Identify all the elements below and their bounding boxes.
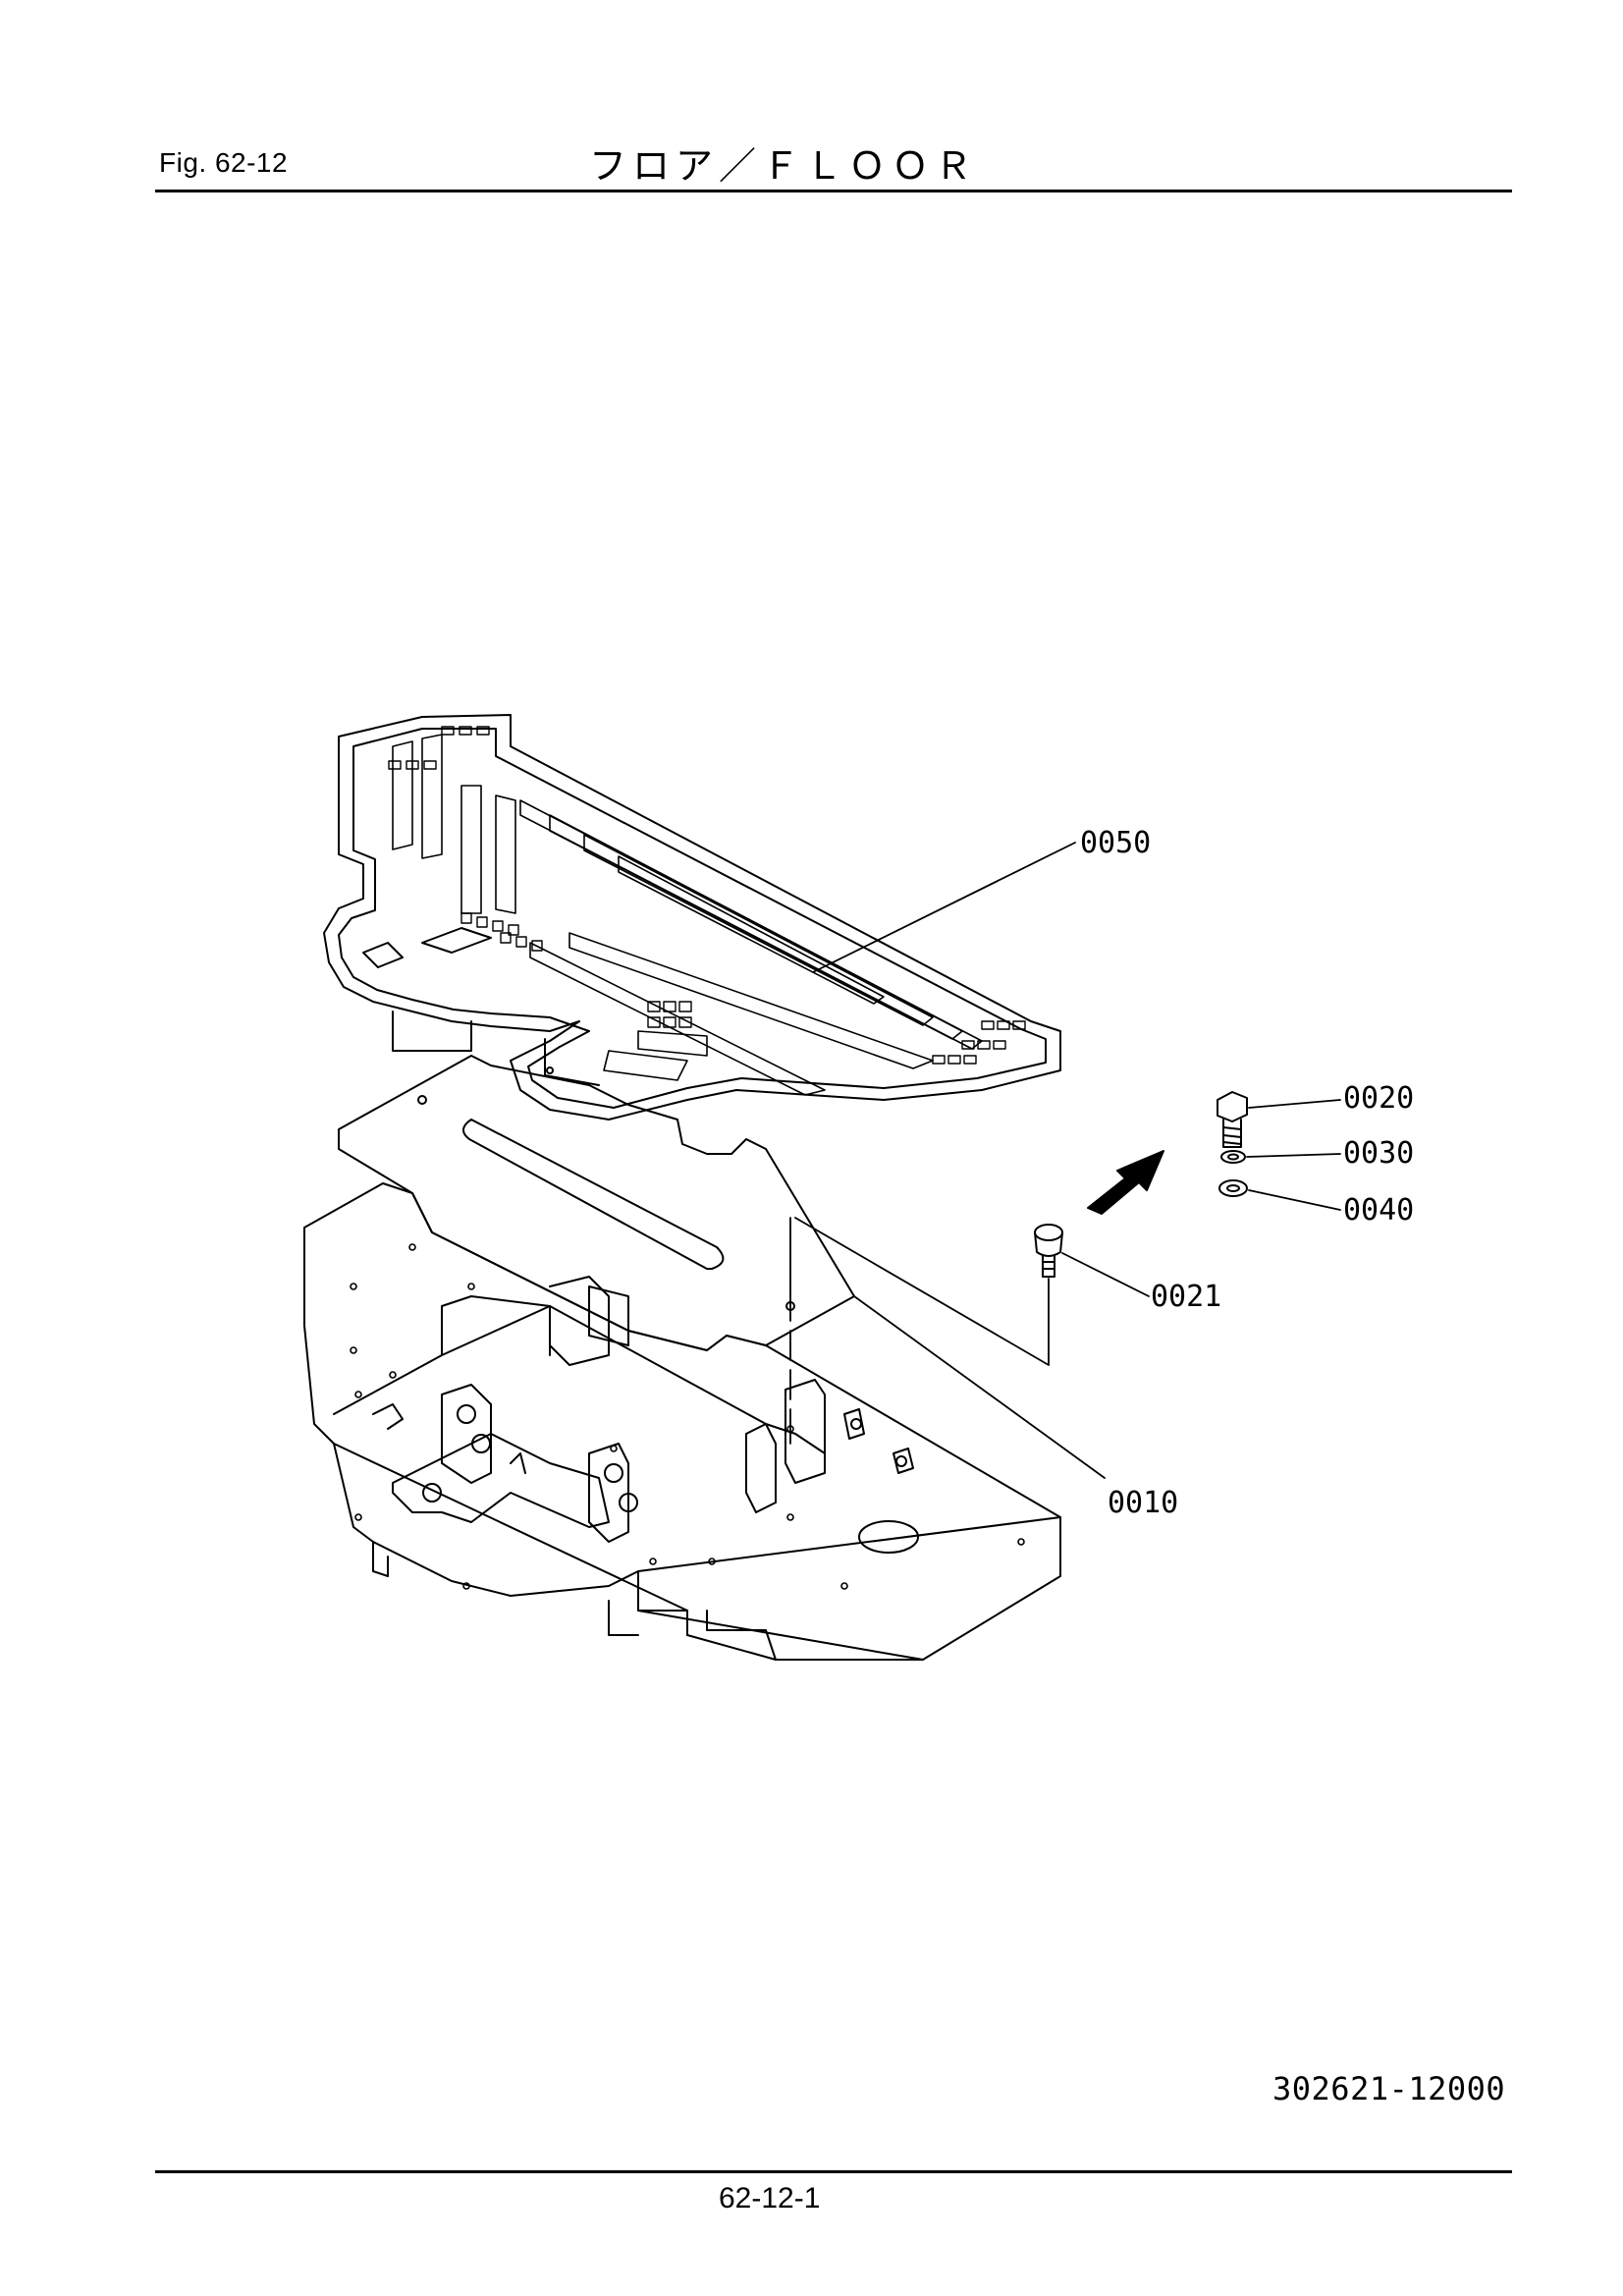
- screw: [1034, 1224, 1063, 1278]
- callout-0050: 0050: [1080, 826, 1151, 860]
- callouts: 0050 0020 0030 0040 0021 0010: [1080, 826, 1414, 1520]
- header-divider: [155, 190, 1512, 192]
- figure-label: Fig. 62-12: [159, 147, 289, 178]
- drawing-number: 302621-12000: [1272, 2070, 1506, 2107]
- bolt-set: [1217, 1091, 1248, 1197]
- assembly-direction-arrow: [1087, 1150, 1164, 1215]
- page-number: 62-12-1: [719, 2182, 821, 2214]
- callout-0020: 0020: [1343, 1081, 1414, 1116]
- callout-0021: 0021: [1151, 1280, 1221, 1314]
- callout-0040: 0040: [1343, 1193, 1414, 1228]
- floor-plate: [303, 1055, 1061, 1661]
- page-title: フロア／ＦＬＯＯＲ: [589, 144, 979, 188]
- callout-0010: 0010: [1108, 1486, 1178, 1520]
- leader-lines: [789, 842, 1341, 1479]
- footer-divider: [155, 2170, 1512, 2173]
- floor-mat: [323, 714, 1061, 1121]
- callout-0030: 0030: [1343, 1136, 1414, 1171]
